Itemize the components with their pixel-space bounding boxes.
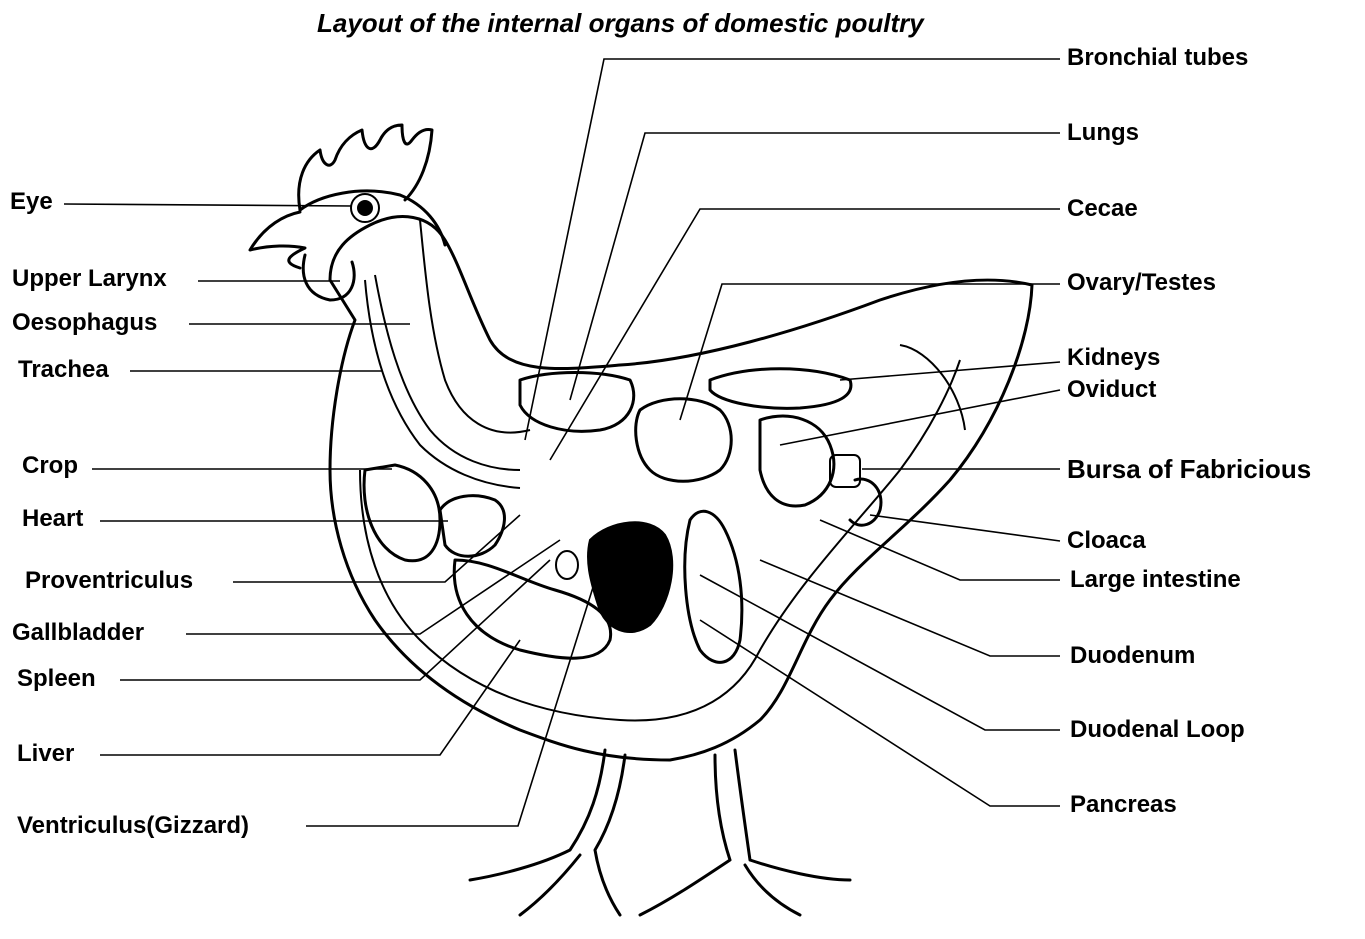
gizzard-shape (588, 522, 672, 632)
left-leg (470, 750, 625, 915)
eye-pupil (358, 201, 372, 215)
beak (250, 212, 305, 268)
cloaca-shape (850, 479, 881, 525)
large-intestine-shape (760, 416, 834, 506)
duodenal-loop-shape (685, 511, 742, 662)
crop-shape (364, 465, 440, 561)
label-duodenum: Duodenum (1070, 644, 1195, 668)
label-trachea: Trachea (18, 358, 109, 382)
label-kidneys: Kidneys (1067, 346, 1160, 370)
body-outline (330, 217, 1032, 760)
right-leg (640, 750, 850, 915)
trachea-shape (365, 280, 520, 488)
label-heart: Heart (22, 507, 83, 531)
heart-shape (440, 496, 504, 557)
back-feather-line (900, 345, 965, 430)
label-cecae: Cecae (1067, 197, 1138, 221)
label-proventriculus: Proventriculus (25, 569, 193, 593)
leader-lines-right (525, 59, 1060, 806)
label-oesophagus: Oesophagus (12, 311, 157, 335)
label-ovary-testes: Ovary/Testes (1067, 271, 1216, 295)
label-crop: Crop (22, 454, 78, 478)
label-bronchial-tubes: Bronchial tubes (1067, 46, 1248, 70)
label-ventriculus: Ventriculus(Gizzard) (17, 814, 249, 838)
label-large-intestine: Large intestine (1070, 568, 1241, 592)
liver-shape (454, 560, 610, 658)
label-bursa: Bursa of Fabricious (1067, 456, 1311, 482)
label-upper-larynx: Upper Larynx (12, 267, 167, 291)
kidneys-shape (710, 369, 851, 409)
label-spleen: Spleen (17, 667, 96, 691)
label-cloaca: Cloaca (1067, 529, 1146, 553)
diagram-title: Layout of the internal organs of domesti… (317, 8, 924, 39)
label-duodenal-loop: Duodenal Loop (1070, 718, 1245, 742)
head (300, 191, 445, 245)
label-lungs: Lungs (1067, 121, 1139, 145)
oesophagus-shape (375, 275, 520, 470)
label-oviduct: Oviduct (1067, 378, 1156, 402)
label-pancreas: Pancreas (1070, 793, 1177, 817)
label-gallbladder: Gallbladder (12, 621, 144, 645)
spine (420, 220, 530, 433)
label-eye: Eye (10, 190, 53, 214)
gallbladder-shape (556, 551, 578, 579)
leader-lines-left (64, 204, 600, 826)
comb (299, 125, 432, 210)
label-liver: Liver (17, 742, 74, 766)
